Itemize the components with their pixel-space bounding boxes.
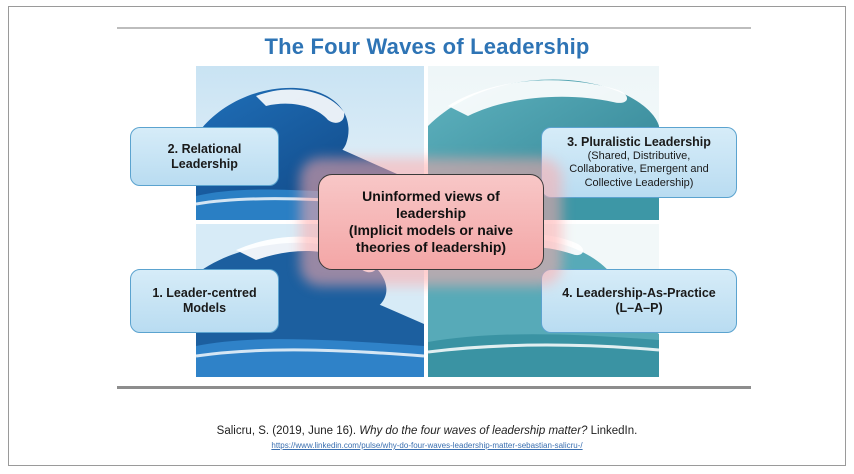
citation-article-title: Why do the four waves of leadership matt… [359,425,588,437]
citation: Salicru, S. (2019, June 16). Why do the … [0,425,854,437]
leader-centred-line-2: Models [182,301,227,315]
pluralistic-leadership-box: 3. Pluralistic Leadership (Shared, Distr… [541,127,737,198]
citation-prefix: Salicru, S. (2019, June 16). [216,425,360,437]
leadership-as-practice-box: 4. Leadership-As-Practice (L–A–P) [541,269,737,333]
leader-centred-models-box: 1. Leader-centred Models [130,269,279,333]
pluralistic-sub-3: Collective Leadership) [584,176,694,189]
practice-line-2: (L–A–P) [615,301,663,315]
relational-leadership-box: 2. Relational Leadership [130,127,279,186]
center-line-2: leadership [395,205,467,221]
bottom-divider [117,386,751,389]
uninformed-views-box: Uninformed views of leadership (Implicit… [318,174,544,270]
center-line-1: Uninformed views of [362,188,500,204]
relational-line-2: Leadership [171,156,238,171]
pluralistic-sub-1: (Shared, Distributive, [587,149,691,162]
citation-url-link[interactable]: https://www.linkedin.com/pulse/why-do-fo… [271,441,583,450]
practice-line-1: 4. Leadership-As-Practice [562,286,716,300]
leader-centred-line-1: 1. Leader-centred [152,286,257,300]
pluralistic-sub-2: Collaborative, Emergent and [569,163,709,176]
top-divider [117,27,751,29]
relational-line-1: 2. Relational [167,141,242,156]
pluralistic-title: 3. Pluralistic Leadership [567,134,711,149]
center-line-3: (Implicit models or naive [348,222,514,238]
slide-title: The Four Waves of Leadership [264,34,590,59]
citation-suffix: LinkedIn. [587,425,638,437]
center-line-4: theories of leadership) [355,239,507,255]
